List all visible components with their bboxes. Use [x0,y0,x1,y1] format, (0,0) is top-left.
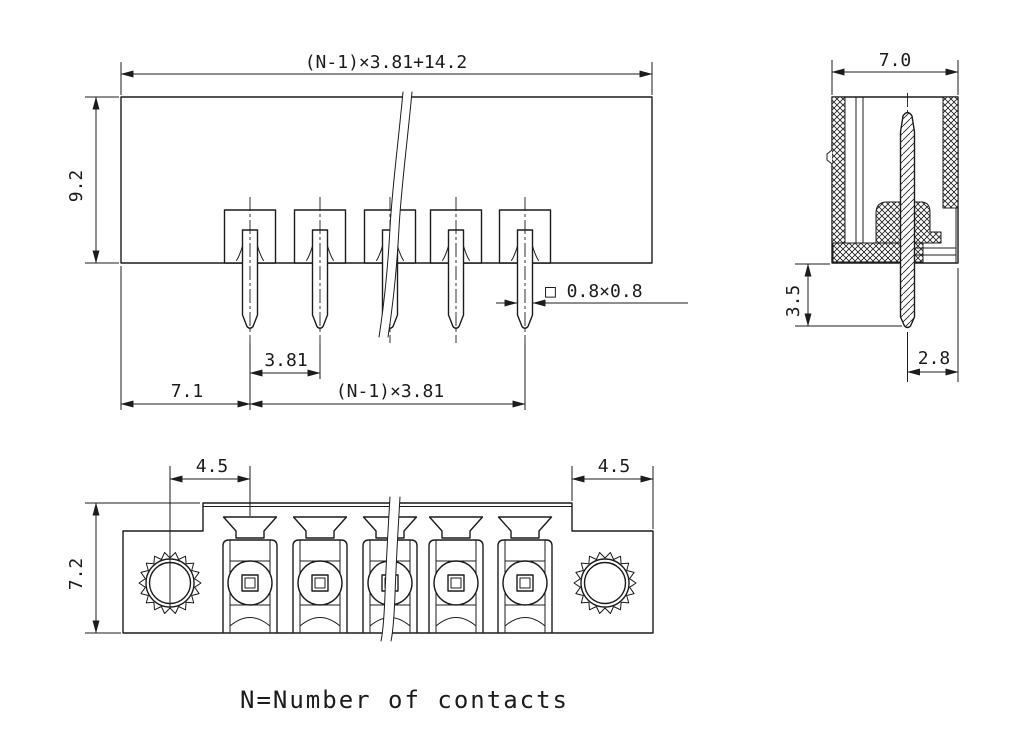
dim-pin-to-edge: 2.8 [918,348,951,369]
dim-front-height: 9.2 [66,170,87,203]
latch-bump [826,149,833,165]
break-line [380,496,391,642]
dim-side-width: 7.0 [879,50,912,71]
dim-first-pin-offset: 7.1 [171,381,204,402]
dim-front-width: (N-1)×3.81+14.2 [305,52,468,73]
break-line [390,496,401,642]
dim-pin-cross-section: □ 0.8×0.8 [545,281,643,302]
dim-pin-span: (N-1)×3.81 [336,381,444,402]
side-view [826,93,959,329]
break-mask [379,92,412,337]
dim-pitch: 3.81 [264,350,307,371]
dim-bottom-depth: 7.2 [66,558,87,591]
bottom-view-dimensions: 4.5 4.5 7.2 [66,456,654,634]
bottom-view [122,496,654,642]
break-mask [381,497,400,641]
side-view-dimensions: 7.0 3.5 2.8 [783,50,959,382]
dim-left-flange-offset: 4.5 [196,456,229,477]
break-line [378,91,404,338]
note-number-of-contacts: N=Number of contacts [240,686,569,714]
side-pin [899,111,916,329]
front-view [120,91,653,344]
break-line [387,91,413,338]
front-view-dimensions: (N-1)×3.81+14.2 9.2 3.81 7.1 (N-1)×3.81 … [66,52,688,410]
dim-right-flange-offset: 4.5 [598,456,631,477]
dim-pin-protrusion: 3.5 [783,285,804,318]
